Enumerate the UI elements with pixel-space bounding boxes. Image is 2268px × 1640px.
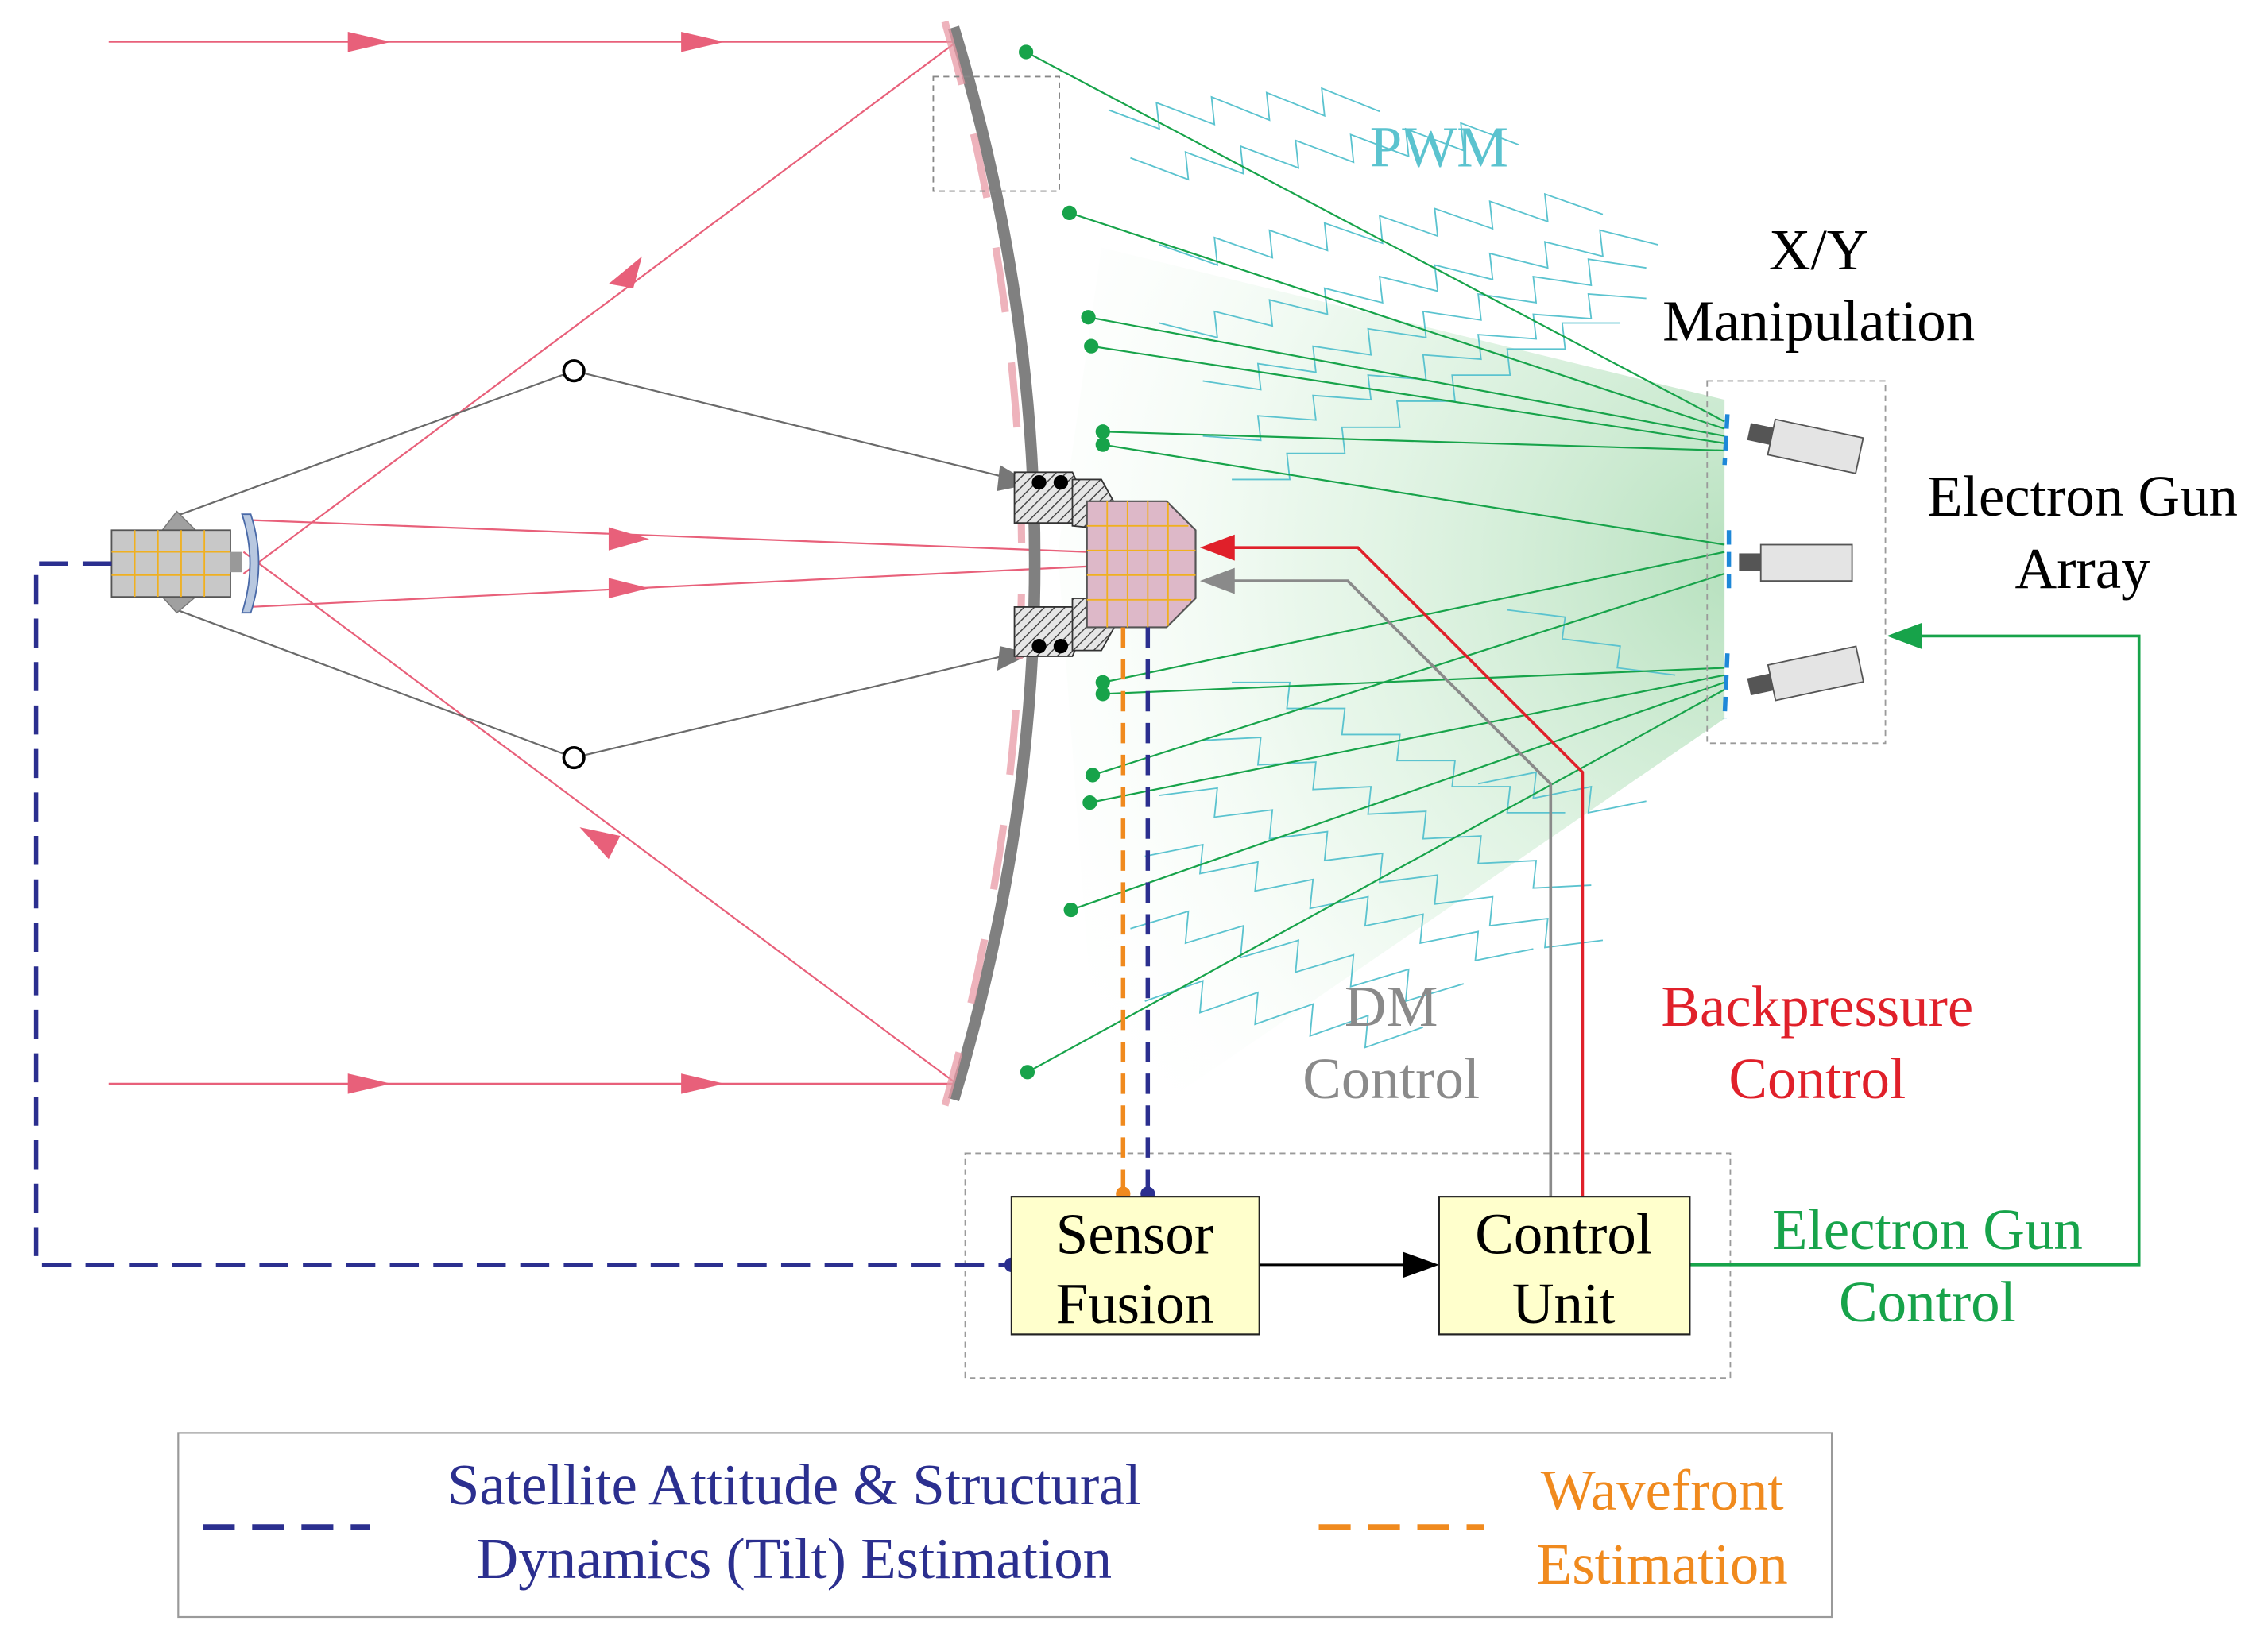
deformable-mirror-icon (932, 20, 1060, 1107)
control-unit-box: Control Unit (1438, 1196, 1691, 1336)
legend-tilt-line1: Satellite Attitude & Structural (447, 1452, 1141, 1517)
dm-control-line1: DM (1345, 974, 1438, 1039)
egun-control-wire (1689, 634, 2141, 1267)
electron-gun-array-line2: Array (2015, 536, 2151, 601)
electron-beam-fan (1058, 247, 1725, 1147)
sensor-fusion-line1: Sensor (1056, 1201, 1214, 1266)
electron-beam-lines (1025, 51, 1725, 1073)
node-lower (562, 745, 586, 770)
xy-manipulation-line2: Manipulation (1662, 288, 1975, 353)
optical-rays (108, 41, 1087, 1085)
control-unit-line2: Unit (1512, 1271, 1616, 1336)
backpressure-wire (1224, 546, 1585, 1197)
electron-gun-icon (1726, 530, 1853, 596)
backpressure-control-line2: Control (1728, 1046, 1906, 1111)
zoom-region-box (932, 75, 1060, 192)
pwm-label: PWM (1370, 115, 1508, 180)
support-lines (176, 369, 1015, 759)
xy-manipulation-line1: X/Y (1769, 218, 1869, 282)
fusion-to-control-arrowhead (1403, 1251, 1439, 1278)
beam-endpoint-dots (1019, 44, 1110, 1080)
legend: Satellite Attitude & Structural Dynamics… (177, 1432, 1833, 1619)
left-sensor-icon (110, 510, 260, 614)
egun-control-line2: Control (1839, 1270, 2016, 1334)
electron-gun-array-line1: Electron Gun (1927, 464, 2238, 528)
legend-wavefront-line1: Wavefront (1541, 1458, 1784, 1522)
satellite-attitude-line (33, 561, 1012, 1267)
detector-grid-icon (1086, 500, 1197, 629)
electron-gun-icon (1722, 645, 1865, 719)
dm-control-wire (1224, 579, 1553, 1197)
dm-control-arrowhead (1199, 567, 1235, 594)
legend-tilt-line2: Dynamics (Tilt) Estimation (477, 1526, 1113, 1591)
legend-wavefront-line2: Estimation (1537, 1532, 1788, 1596)
backpressure-control-line1: Backpressure (1661, 974, 1973, 1039)
pwm-waveforms (1108, 87, 1676, 1049)
dm-control-line2: Control (1302, 1046, 1480, 1111)
electron-gun-array-box (1706, 380, 1887, 745)
sensor-fusion-box: Sensor Fusion (1010, 1196, 1260, 1336)
egun-control-arrowhead (1887, 622, 1922, 649)
electron-gun-icon (1722, 414, 1864, 474)
sensor-fusion-line2: Fusion (1056, 1271, 1214, 1336)
ray-arrowheads (347, 31, 725, 1094)
backpressure-arrowhead (1199, 534, 1235, 561)
control-unit-line1: Control (1475, 1201, 1652, 1266)
egun-control-line1: Electron Gun (1772, 1197, 2083, 1262)
node-upper (562, 359, 586, 383)
